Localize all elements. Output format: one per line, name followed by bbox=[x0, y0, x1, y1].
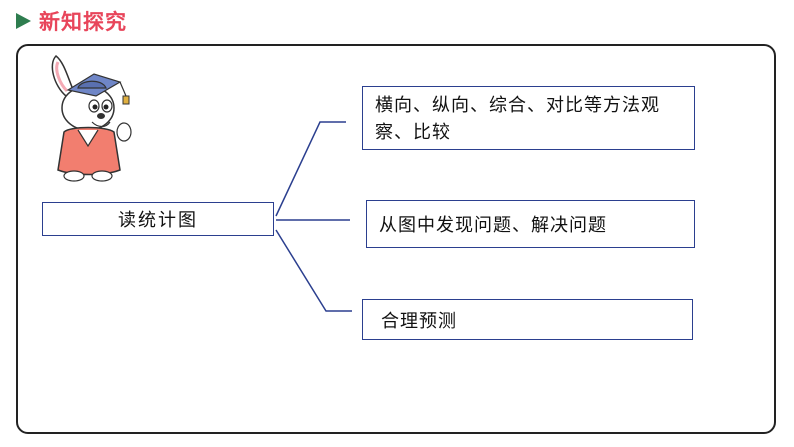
branch-node-observe-compare: 横向、纵向、综合、对比等方法观察、比较 bbox=[362, 86, 695, 150]
section-header: 新知探究 bbox=[16, 6, 127, 36]
connector-branch-3 bbox=[275, 229, 352, 312]
rabbit-mascot-illustration bbox=[51, 55, 132, 182]
content-panel bbox=[16, 44, 776, 434]
play-triangle-icon bbox=[16, 13, 31, 29]
branch-node-find-solve-problems: 从图中发现问题、解决问题 bbox=[366, 200, 695, 248]
section-title: 新知探究 bbox=[39, 10, 127, 34]
root-node-read-statistics-chart: 读统计图 bbox=[42, 202, 274, 236]
connector-branch-1 bbox=[275, 121, 346, 217]
branch-node-reasonable-prediction: 合理预测 bbox=[362, 299, 693, 340]
